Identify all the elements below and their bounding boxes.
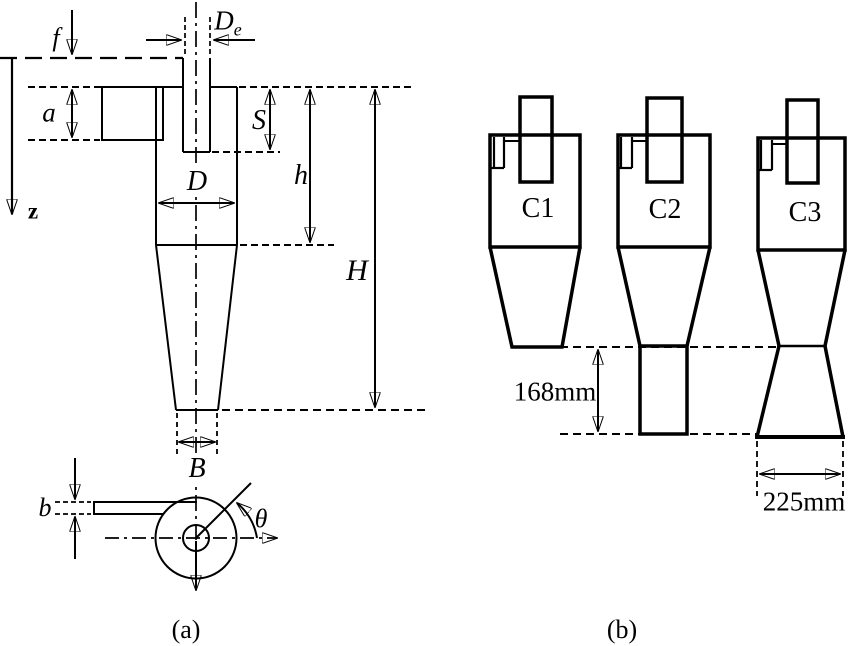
dim-label-s: S xyxy=(252,105,266,136)
c1-vortex-finder xyxy=(518,95,554,184)
plan-view xyxy=(55,458,277,590)
cyclone-c3 xyxy=(755,98,847,439)
panel-a-drawing xyxy=(0,2,428,590)
axis-label-z: z xyxy=(27,198,39,224)
c3-lower-cone-right xyxy=(823,345,845,438)
cone-left-side xyxy=(155,244,177,411)
dim-label-b: b xyxy=(38,493,52,522)
dim-label-a: a xyxy=(42,97,56,128)
dim-label-H: H xyxy=(346,254,368,287)
c2-cone-right xyxy=(685,246,712,347)
dim-label-h: h xyxy=(294,160,308,191)
c3-upper-cone-right xyxy=(823,249,847,347)
c2-cone-left xyxy=(616,246,642,347)
c2-body xyxy=(616,133,712,249)
c3-upper-cone-left xyxy=(756,249,781,347)
c3-body xyxy=(756,136,847,252)
cyclone-label-c2: C2 xyxy=(648,194,682,225)
dim-label-de-base: D xyxy=(214,5,234,36)
theta-angle-arc xyxy=(237,503,258,539)
dim-label-225mm: 225mm xyxy=(762,486,846,517)
caption-panel-b: (b) xyxy=(606,615,638,644)
caption-panel-a: (a) xyxy=(171,615,201,644)
dim-label-d: D xyxy=(183,168,211,196)
c1-body xyxy=(488,133,582,249)
c3-vortex-finder xyxy=(785,98,820,185)
cyclone-label-c3: C3 xyxy=(788,197,822,228)
c2-vortex-finder xyxy=(645,96,684,184)
dim-label-de-sub: e xyxy=(233,19,242,40)
dim-label-theta: θ xyxy=(254,504,268,533)
cone-right-side xyxy=(217,244,238,411)
panel-b-drawing xyxy=(488,95,847,496)
inlet-duct-side-view xyxy=(101,86,164,141)
cyclone-c1 xyxy=(488,95,582,349)
c1-cone xyxy=(488,246,582,349)
dim-label-f: f xyxy=(52,23,60,52)
plan-radial-line xyxy=(195,482,252,539)
dim-label-de: De xyxy=(214,5,242,40)
c3-lower-cone-left xyxy=(755,345,781,438)
c2-dipleg xyxy=(638,344,689,436)
dim-label-168mm: 168mm xyxy=(513,376,597,407)
cyclone-c2 xyxy=(616,96,712,436)
dim-label-B: B xyxy=(185,455,209,483)
cyclone-label-c1: C1 xyxy=(521,193,555,224)
